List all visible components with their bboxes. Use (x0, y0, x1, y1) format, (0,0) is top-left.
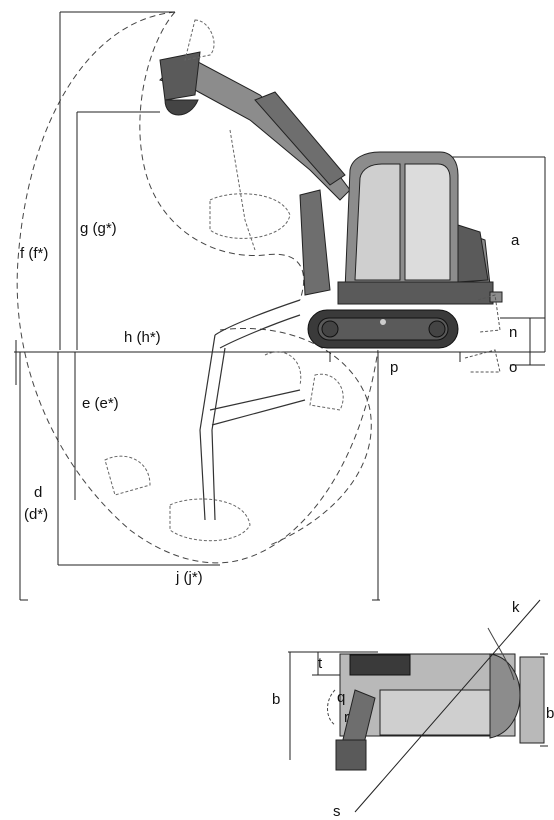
label-o: o (509, 359, 518, 376)
label-a: a (511, 232, 520, 249)
boom-arm-lowered (199, 299, 306, 521)
label-k: k (512, 599, 520, 616)
dozer-blade (464, 294, 501, 373)
boom-arm-raised (159, 51, 351, 296)
label-b: b (272, 691, 281, 708)
label-r: r (344, 709, 349, 726)
label-j: j (j*) (176, 569, 203, 586)
label-d: d (34, 484, 43, 501)
label-g: g (g*) (80, 220, 117, 237)
excavator-body (337, 151, 503, 305)
reach-envelope (16, 11, 379, 564)
label-h: h (h*) (124, 329, 161, 346)
label-s: s (333, 803, 341, 820)
label-b-right: b (546, 705, 554, 722)
label-d-star: (d*) (24, 506, 49, 523)
label-t: t (318, 655, 323, 672)
dimension-lines (14, 11, 546, 600)
bucket-ghost-positions (104, 19, 344, 542)
track-undercarriage (307, 309, 459, 349)
label-e: e (e*) (82, 395, 119, 412)
top-view (288, 599, 548, 813)
label-q: q (337, 689, 346, 706)
label-f: f (f*) (20, 245, 49, 262)
label-p: p (390, 359, 399, 376)
label-n: n (509, 324, 518, 341)
